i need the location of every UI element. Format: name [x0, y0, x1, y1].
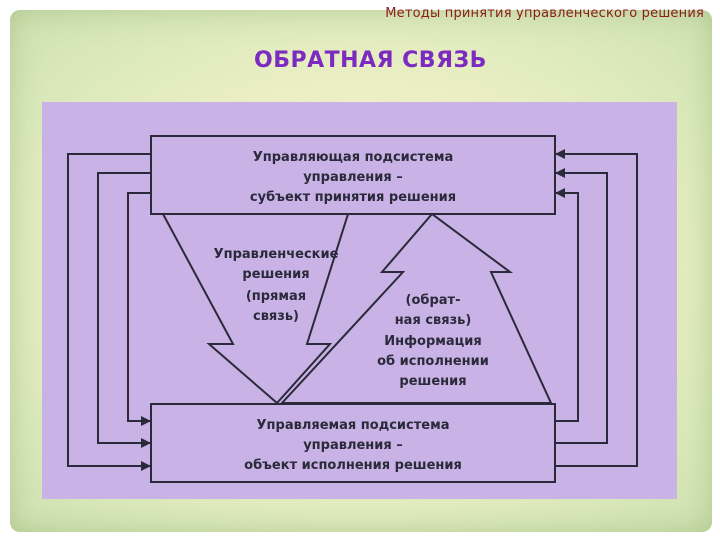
control-subsystem-box	[150, 135, 556, 215]
right-loop-arrow-inner	[555, 188, 579, 422]
controlled-subsystem-line3: объект исполнения решения	[244, 458, 462, 473]
right-loop-arrow-outer	[555, 149, 638, 467]
direct-link-line2: решения	[242, 267, 309, 282]
control-subsystem-line2: управления –	[303, 170, 403, 185]
feedback-line1: (обрат-	[406, 293, 461, 308]
direct-link-line3: (прямая	[246, 289, 306, 304]
feedback-line2: ная связь)	[395, 313, 472, 328]
controlled-subsystem-line1: Управляемая подсистема	[257, 418, 450, 433]
slide-title: ОБРАТНАЯ СВЯЗЬ	[254, 48, 487, 73]
left-loop-arrow-inner	[127, 192, 151, 426]
control-subsystem-line3: субъект принятия решения	[250, 190, 456, 205]
header-title: Методы принятия управленческого решения	[385, 6, 704, 21]
direct-link-line4: связь)	[253, 309, 299, 324]
direct-link-arrow	[161, 213, 350, 405]
feedback-line4: об исполнении	[377, 354, 489, 369]
control-subsystem-line1: Управляющая подсистема	[253, 150, 454, 165]
right-loop-arrow-middle	[555, 168, 608, 444]
feedback-line3: Информация	[384, 334, 482, 349]
left-loop-arrow-outer	[67, 153, 151, 471]
left-loop-arrow-middle	[97, 172, 151, 448]
controlled-subsystem-line2: управления –	[303, 438, 403, 453]
direct-link-line1: Управленческие	[214, 247, 339, 262]
controlled-subsystem-box	[150, 403, 556, 483]
feedback-line5: решения	[399, 374, 466, 389]
feedback-arrow	[279, 212, 553, 404]
